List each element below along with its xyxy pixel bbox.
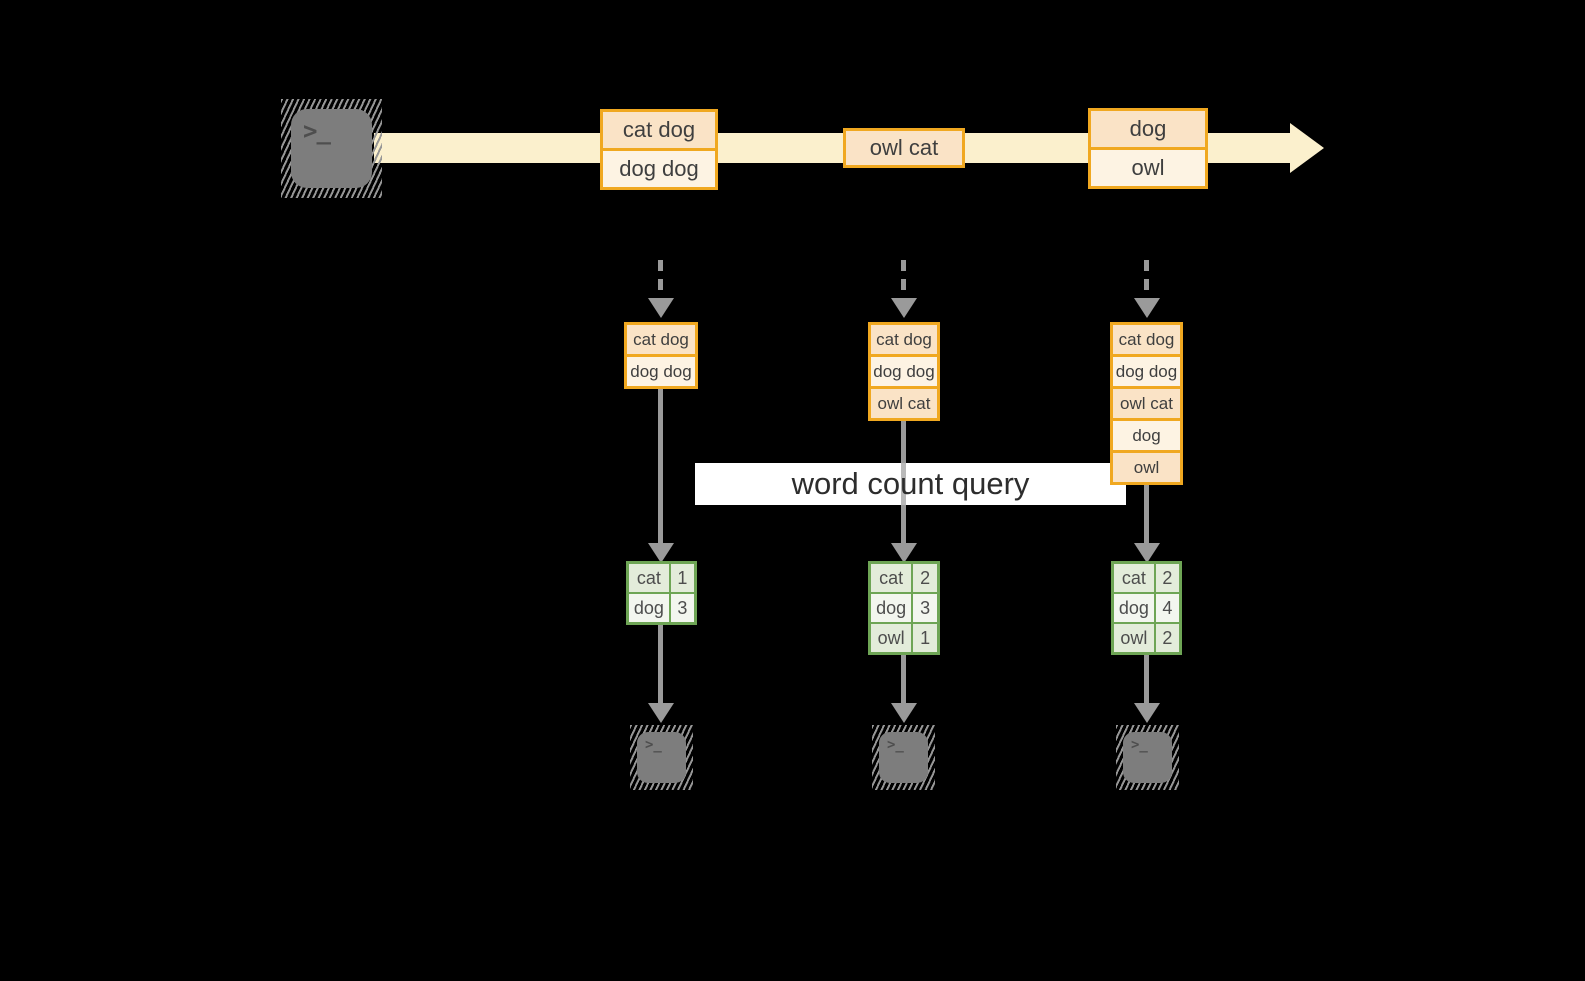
sink-terminal-icon: >_	[1116, 725, 1179, 790]
source-terminal-icon: >_	[281, 99, 382, 198]
arrowhead-icon	[891, 703, 917, 723]
count-cell: 2	[1153, 564, 1179, 592]
count-cell: 4	[1153, 594, 1179, 622]
buffer-cell: cat dog	[1113, 325, 1180, 354]
terminal-prompt-icon: >_	[887, 737, 904, 753]
query-banner-label: word count query	[791, 466, 1030, 501]
table-row: cat 1	[629, 564, 694, 592]
count-table: cat 1 dog 3	[626, 561, 697, 625]
flow-line	[1144, 483, 1149, 545]
terminal-body: >_	[637, 732, 686, 783]
stream-event-box: cat dog dog dog	[600, 109, 718, 190]
buffer-cell: dog dog	[627, 354, 695, 386]
arrowhead-icon	[1134, 703, 1160, 723]
buffer-stack: cat dog dog dog	[624, 322, 698, 389]
terminal-prompt-icon: >_	[303, 117, 331, 145]
table-row: owl 2	[1114, 622, 1179, 652]
flow-line	[901, 655, 906, 705]
arrowhead-icon	[648, 543, 674, 563]
dashed-down-arrow-line	[1144, 260, 1149, 300]
flow-line	[1144, 655, 1149, 705]
stream-event-cell: owl cat	[846, 131, 962, 165]
buffer-cell: cat dog	[627, 325, 695, 354]
stream-event-box: owl cat	[843, 128, 965, 168]
terminal-body: >_	[879, 732, 928, 783]
buffer-cell: owl	[1113, 450, 1180, 482]
word-cell: cat	[1121, 568, 1146, 588]
word-cell: dog	[633, 598, 664, 618]
stream-event-cell: dog dog	[603, 148, 715, 187]
table-row: cat 2	[871, 564, 937, 592]
sink-terminal-icon: >_	[630, 725, 693, 790]
count-cell: 3	[668, 594, 694, 622]
terminal-prompt-icon: >_	[1131, 737, 1148, 753]
stream-event-cell: owl	[1091, 147, 1205, 186]
arrowhead-icon	[891, 543, 917, 563]
count-table: cat 2 dog 3 owl 1	[868, 561, 940, 655]
count-cell: 2	[911, 564, 937, 592]
arrowhead-icon	[1134, 298, 1160, 318]
dashed-down-arrow-line	[901, 260, 906, 300]
buffer-stack: cat dog dog dog owl cat	[868, 322, 940, 421]
sink-terminal-icon: >_	[872, 725, 935, 790]
word-cell: owl	[1120, 628, 1148, 648]
count-cell: 1	[911, 624, 937, 652]
dashed-down-arrow-line	[658, 260, 663, 300]
stream-event-box: dog owl	[1088, 108, 1208, 189]
buffer-cell: dog	[1113, 418, 1180, 450]
stream-event-cell: cat dog	[603, 112, 715, 148]
terminal-body: >_	[1123, 732, 1172, 783]
flow-line-through-banner	[901, 463, 906, 505]
table-row: dog 4	[1114, 592, 1179, 622]
table-row: dog 3	[629, 592, 694, 622]
table-row: cat 2	[1114, 564, 1179, 592]
arrowhead-icon	[648, 703, 674, 723]
flow-line	[658, 625, 663, 705]
word-cell: owl	[877, 628, 905, 648]
count-cell: 2	[1153, 624, 1179, 652]
arrowhead-icon	[648, 298, 674, 318]
word-cell: cat	[636, 568, 661, 588]
buffer-cell: dog dog	[1113, 354, 1180, 386]
count-cell: 3	[911, 594, 937, 622]
flow-line	[658, 387, 663, 545]
table-row: owl 1	[871, 622, 937, 652]
arrowhead-icon	[1134, 543, 1160, 563]
table-row: dog 3	[871, 592, 937, 622]
stream-event-cell: dog	[1091, 111, 1205, 147]
buffer-cell: dog dog	[871, 354, 937, 386]
count-cell: 1	[668, 564, 694, 592]
count-table: cat 2 dog 4 owl 2	[1111, 561, 1182, 655]
buffer-stack: cat dog dog dog owl cat dog owl	[1110, 322, 1183, 485]
buffer-cell: owl cat	[871, 386, 937, 418]
word-cell: dog	[876, 598, 907, 618]
buffer-cell: owl cat	[1113, 386, 1180, 418]
word-cell: dog	[1118, 598, 1149, 618]
buffer-cell: cat dog	[871, 325, 937, 354]
stream-arrow-head	[1290, 123, 1324, 173]
arrowhead-icon	[891, 298, 917, 318]
query-banner: word count query	[695, 463, 1126, 505]
word-cell: cat	[879, 568, 904, 588]
terminal-prompt-icon: >_	[645, 737, 662, 753]
terminal-body: >_	[291, 109, 372, 188]
